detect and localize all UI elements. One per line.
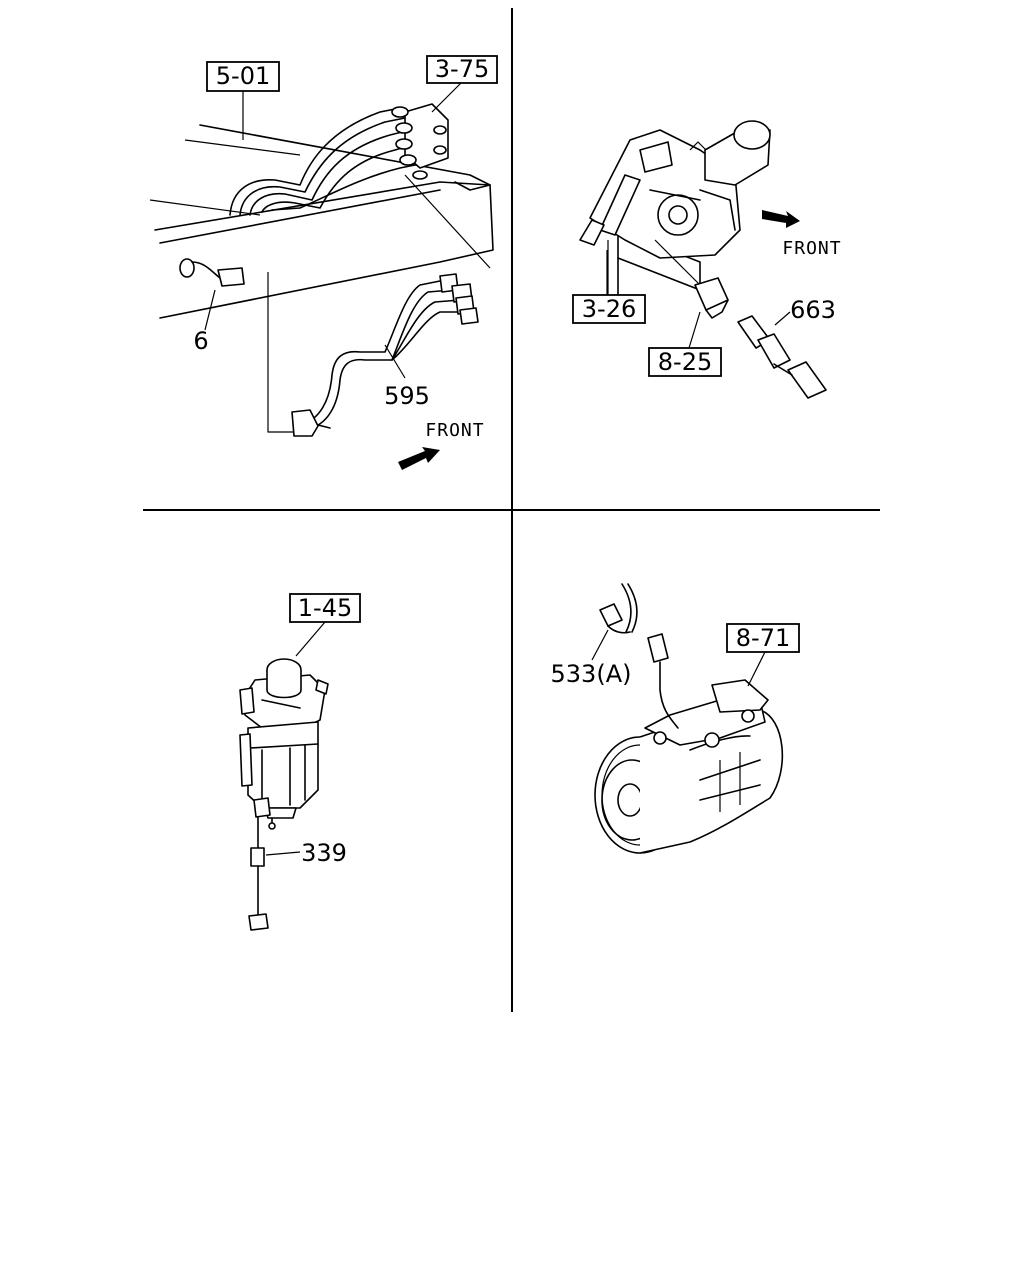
part-number-6: 6 bbox=[193, 327, 208, 355]
callout-5-01: 5-01 bbox=[206, 61, 280, 92]
q2-front-arrow-icon bbox=[762, 210, 800, 228]
callout-8-25-label: 8-25 bbox=[658, 348, 712, 376]
callout-3-75-label: 3-75 bbox=[435, 55, 489, 83]
callout-3-26: 3-26 bbox=[572, 294, 646, 324]
callout-1-45: 1-45 bbox=[289, 593, 361, 623]
callout-3-75: 3-75 bbox=[426, 55, 498, 84]
part-number-595: 595 bbox=[384, 382, 430, 410]
part-number-663: 663 bbox=[790, 296, 836, 324]
callout-8-71-label: 8-71 bbox=[736, 624, 790, 652]
q1-front-label: FRONT bbox=[425, 420, 484, 441]
quadrant-dividers bbox=[143, 8, 880, 1012]
part-number-533a: 533(A) bbox=[551, 660, 632, 688]
callout-3-26-label: 3-26 bbox=[582, 295, 636, 323]
callout-8-71: 8-71 bbox=[726, 623, 800, 653]
q3-fuel-filter-illustration bbox=[239, 621, 329, 931]
q1-frame-harness-illustration bbox=[149, 81, 494, 437]
q4-compressor-illustration bbox=[591, 583, 784, 854]
q2-front-label: FRONT bbox=[782, 238, 841, 259]
callout-8-25: 8-25 bbox=[648, 347, 722, 377]
q1-front-arrow-icon bbox=[398, 447, 440, 470]
callout-1-45-label: 1-45 bbox=[298, 594, 352, 622]
part-number-339: 339 bbox=[301, 839, 347, 867]
callout-5-01-label: 5-01 bbox=[216, 62, 270, 90]
q2-pump-switch-illustration bbox=[579, 120, 827, 399]
